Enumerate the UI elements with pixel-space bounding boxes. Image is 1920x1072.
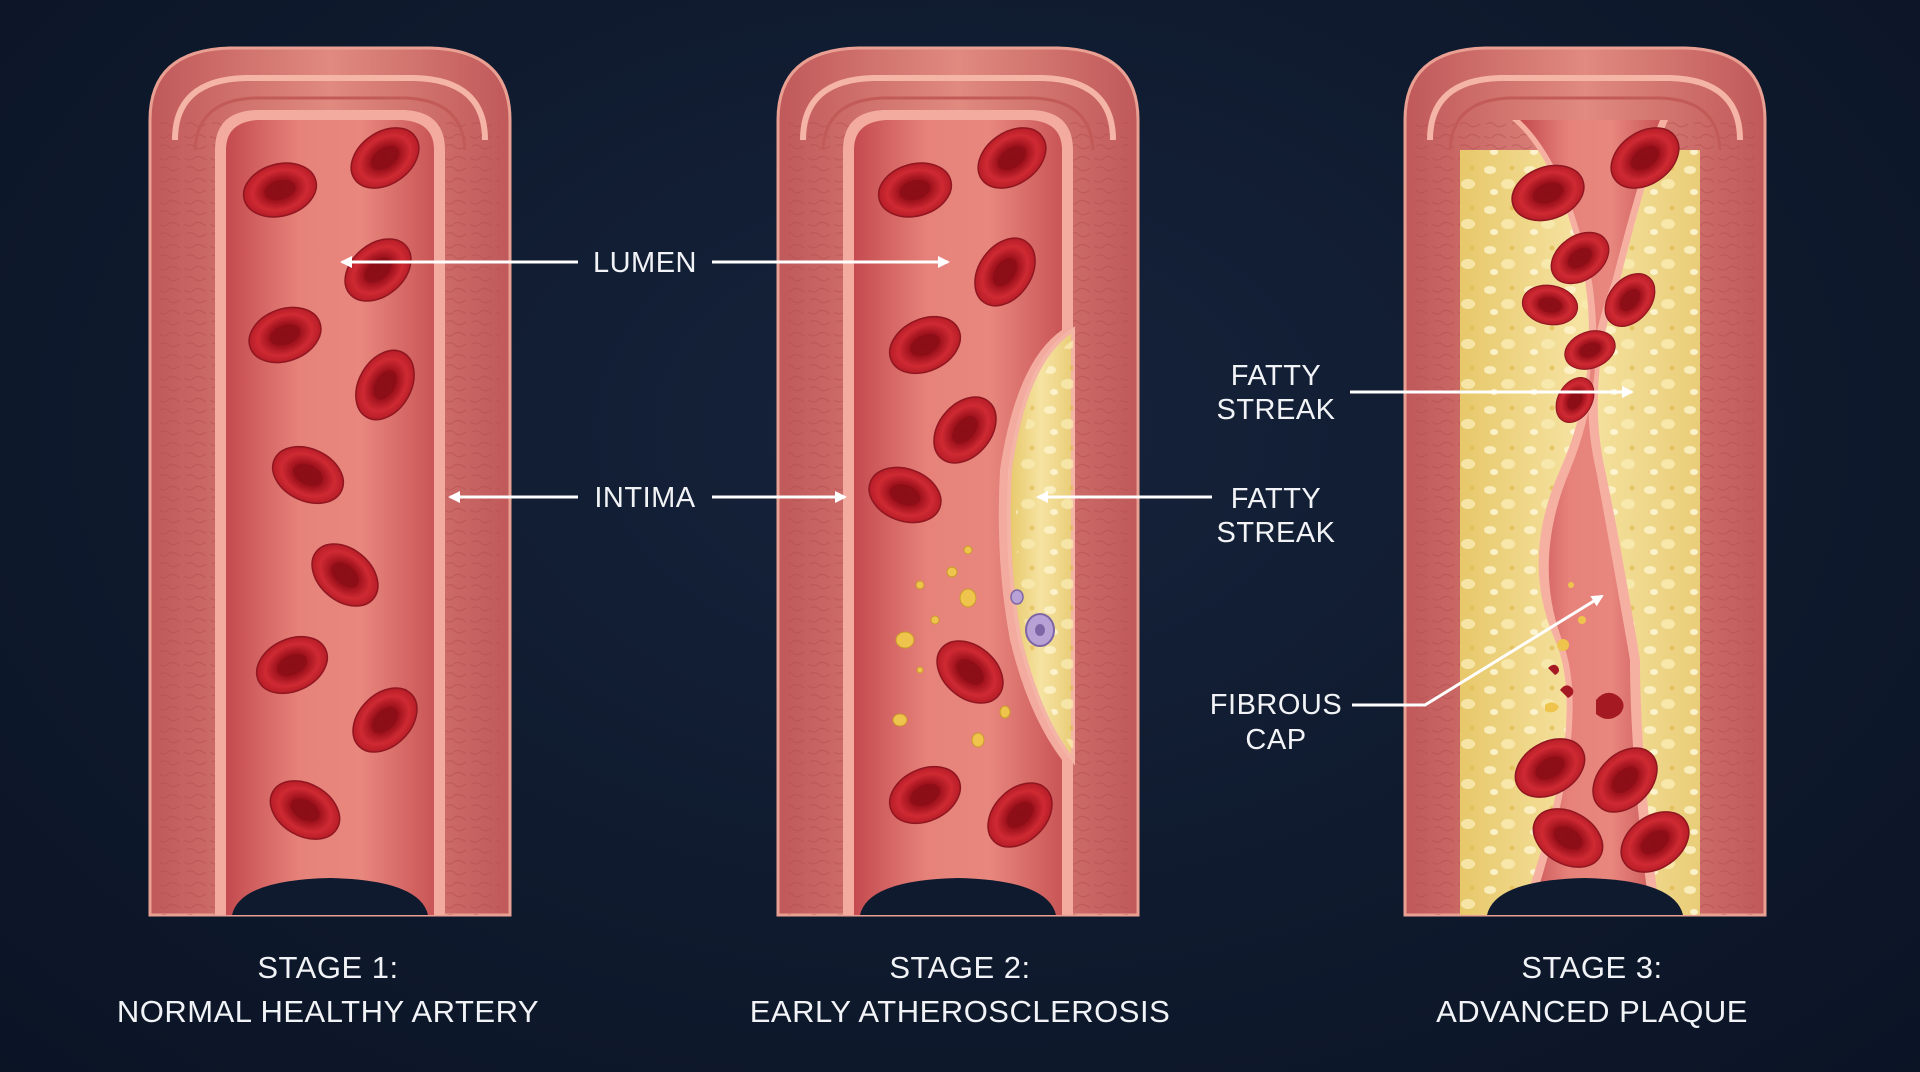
label-fibrous-cap: FIBROUS CAP [1210, 594, 1604, 756]
caption-stage-2: STAGE 2: EARLY ATHEROSCLEROSIS [750, 950, 1171, 1029]
stage-1-title: STAGE 1: [257, 950, 398, 985]
thrombus-fragments [1545, 582, 1624, 719]
stage-3-subtitle: ADVANCED PLAQUE [1436, 994, 1748, 1029]
label-lumen-text: LUMEN [593, 247, 697, 279]
label-fatty-streak-stage-2: FATTY STREAK [1036, 483, 1335, 549]
artery-stage-2 [776, 46, 1140, 917]
lumen [226, 120, 434, 915]
stage-2-subtitle: EARLY ATHEROSCLEROSIS [750, 994, 1171, 1029]
label-fatty-streak-stage-3: FATTY STREAK [1216, 360, 1634, 426]
label-fibrous-cap-line2: CAP [1245, 724, 1306, 756]
label-fatty-streak-2-line2: STREAK [1216, 517, 1335, 549]
label-fibrous-cap-line1: FIBROUS [1210, 689, 1342, 721]
lumen [1520, 120, 1660, 915]
label-lumen: LUMEN [340, 247, 950, 279]
label-intima: INTIMA [448, 482, 847, 514]
label-fatty-streak-3-line1: FATTY [1231, 360, 1322, 392]
label-fatty-streak-2-line1: FATTY [1231, 483, 1322, 515]
caption-stage-3: STAGE 3: ADVANCED PLAQUE [1436, 950, 1748, 1029]
label-fatty-streak-3-line2: STREAK [1216, 394, 1335, 426]
artery-stage-1 [148, 46, 512, 917]
stage-2-title: STAGE 2: [889, 950, 1030, 985]
label-intima-text: INTIMA [594, 482, 695, 514]
artery-stage-3 [1403, 46, 1767, 917]
caption-stage-1: STAGE 1: NORMAL HEALTHY ARTERY [117, 950, 539, 1029]
stage-1-subtitle: NORMAL HEALTHY ARTERY [117, 994, 539, 1029]
lipid-droplets [892, 545, 1011, 748]
stage-3-title: STAGE 3: [1521, 950, 1662, 985]
